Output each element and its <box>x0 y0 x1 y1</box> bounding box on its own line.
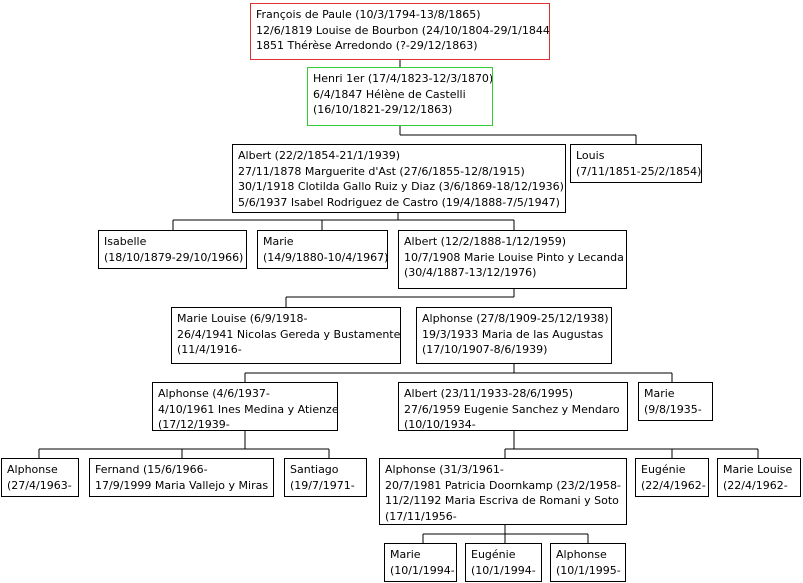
person-line: Alphonse (27/8/1909-25/12/1938) <box>422 312 609 325</box>
person-line: Alphonse <box>556 548 607 561</box>
person-line: Henri 1er (17/4/1823-12/3/1870) <box>313 72 493 85</box>
person-box-fernand: Fernand (15/6/1966- 17/9/1999 Maria Vall… <box>89 458 274 497</box>
person-line: Eugénie <box>641 463 686 476</box>
person-box-alphonse-1963: Alphonse (27/4/1963- <box>1 458 79 497</box>
person-line: (14/9/1880-10/4/1967) <box>263 250 388 264</box>
person-box-marie-1880: Marie (14/9/1880-10/4/1967) <box>257 230 388 269</box>
person-line: Marie Louise <box>723 463 793 476</box>
person-box-eugenie-1962: Eugénie (22/4/1962- <box>635 458 709 497</box>
person-line: 20/7/1981 Patricia Doornkamp (23/2/1958- <box>385 478 622 492</box>
person-line: (22/4/1962- <box>641 478 706 492</box>
person-line: (10/10/1934- <box>404 418 476 431</box>
person-line: (19/7/1971- <box>290 478 355 492</box>
person-line: Albert (12/2/1888-1/12/1959) <box>404 235 567 248</box>
person-line: (16/10/1821-29/12/1863) <box>313 103 453 116</box>
person-line: 27/11/1878 Marguerite d'Ast (27/6/1855-1… <box>238 164 525 178</box>
person-line: 30/1/1918 Clotilda Gallo Ruiz y Diaz (3/… <box>238 180 564 193</box>
person-line: Alphonse <box>7 463 58 476</box>
person-line: 27/6/1959 Eugenie Sanchez y Mendaro <box>404 402 620 416</box>
person-line: 6/4/1847 Hélène de Castelli <box>313 87 466 101</box>
person-box-francois: François de Paule (10/3/1794-13/8/1865) … <box>250 3 550 60</box>
person-line: (17/10/1907-8/6/1939) <box>422 343 548 356</box>
person-line: (10/1/1994- <box>390 563 455 577</box>
person-box-albert-1854: Albert (22/2/1854-21/1/1939) 27/11/1878 … <box>232 144 566 213</box>
person-line: 17/9/1999 Maria Vallejo y Miras <box>95 478 269 492</box>
person-box-henri: Henri 1er (17/4/1823-12/3/1870) 6/4/1847… <box>307 67 493 126</box>
person-line: Louis <box>576 149 605 162</box>
person-box-alphonse-1995: Alphonse (10/1/1995- <box>550 543 626 582</box>
person-line: (30/4/1887-13/12/1976) <box>404 266 537 279</box>
person-line: Eugénie <box>471 548 516 561</box>
person-line: Alphonse (4/6/1937- <box>158 387 270 400</box>
person-line: (17/11/1956- <box>385 509 457 523</box>
person-box-alphonse-1937: Alphonse (4/6/1937- 4/10/1961 Ines Medin… <box>152 382 338 431</box>
person-box-marie-louise-1918: Marie Louise (6/9/1918- 26/4/1941 Nicola… <box>171 307 401 364</box>
person-line: Alphonse (31/3/1961- <box>385 463 504 476</box>
person-box-isabelle: Isabelle (18/10/1879-29/10/1966) <box>98 230 247 269</box>
person-line: Marie <box>644 387 675 400</box>
person-box-marie-1994: Marie (10/1/1994- <box>384 543 457 582</box>
person-box-marie-1935: Marie (9/8/1935- <box>638 382 713 421</box>
person-line: 4/10/1961 Ines Medina y Atienze <box>158 402 338 416</box>
person-line: (22/4/1962- <box>723 478 788 492</box>
person-line: (9/8/1935- <box>644 402 702 416</box>
person-line: 19/3/1933 Maria de las Augustas <box>422 327 604 341</box>
person-line: (10/1/1995- <box>556 563 621 577</box>
person-line: (27/4/1963- <box>7 478 72 492</box>
person-line: (11/4/1916- <box>177 343 242 356</box>
person-line: Marie Louise (6/9/1918- <box>177 312 308 325</box>
person-box-louis: Louis (7/11/1851-25/2/1854) <box>570 144 702 183</box>
person-line: François de Paule (10/3/1794-13/8/1865) <box>256 8 481 21</box>
person-line: Albert (23/11/1933-28/6/1995) <box>404 387 574 400</box>
person-line: Santiago <box>290 463 339 476</box>
person-line: (10/1/1994- <box>471 563 536 577</box>
person-box-alphonse-1961: Alphonse (31/3/1961- 20/7/1981 Patricia … <box>379 458 627 525</box>
person-line: 26/4/1941 Nicolas Gereda y Bustamente <box>177 327 401 341</box>
person-box-alphonse-1909: Alphonse (27/8/1909-25/12/1938) 19/3/193… <box>416 307 612 364</box>
person-line: Isabelle <box>104 235 147 248</box>
person-box-albert-1888: Albert (12/2/1888-1/12/1959) 10/7/1908 M… <box>398 230 627 289</box>
person-line: Fernand (15/6/1966- <box>95 463 208 476</box>
person-line: (17/12/1939- <box>158 418 230 431</box>
person-line: 1851 Thérèse Arredondo (?-29/12/1863) <box>256 39 478 52</box>
person-line: Marie <box>263 235 294 248</box>
person-line: 5/6/1937 Isabel Rodriguez de Castro (19/… <box>238 195 560 209</box>
person-line: Marie <box>390 548 421 561</box>
person-line: 12/6/1819 Louise de Bourbon (24/10/1804-… <box>256 23 550 37</box>
person-line: 10/7/1908 Marie Louise Pinto y Lecanda <box>404 250 624 264</box>
person-line: (18/10/1879-29/10/1966) <box>104 250 244 264</box>
person-line: 11/2/1192 Maria Escriva de Romani y Soto <box>385 494 619 507</box>
person-box-santiago: Santiago (19/7/1971- <box>284 458 367 497</box>
person-line: (7/11/1851-25/2/1854) <box>576 164 702 178</box>
person-box-eugenie-1994: Eugénie (10/1/1994- <box>465 543 542 582</box>
person-line: Albert (22/2/1854-21/1/1939) <box>238 149 401 162</box>
person-box-albert-1933: Albert (23/11/1933-28/6/1995) 27/6/1959 … <box>398 382 628 431</box>
person-box-marie-louise-1962: Marie Louise (22/4/1962- <box>717 458 801 497</box>
